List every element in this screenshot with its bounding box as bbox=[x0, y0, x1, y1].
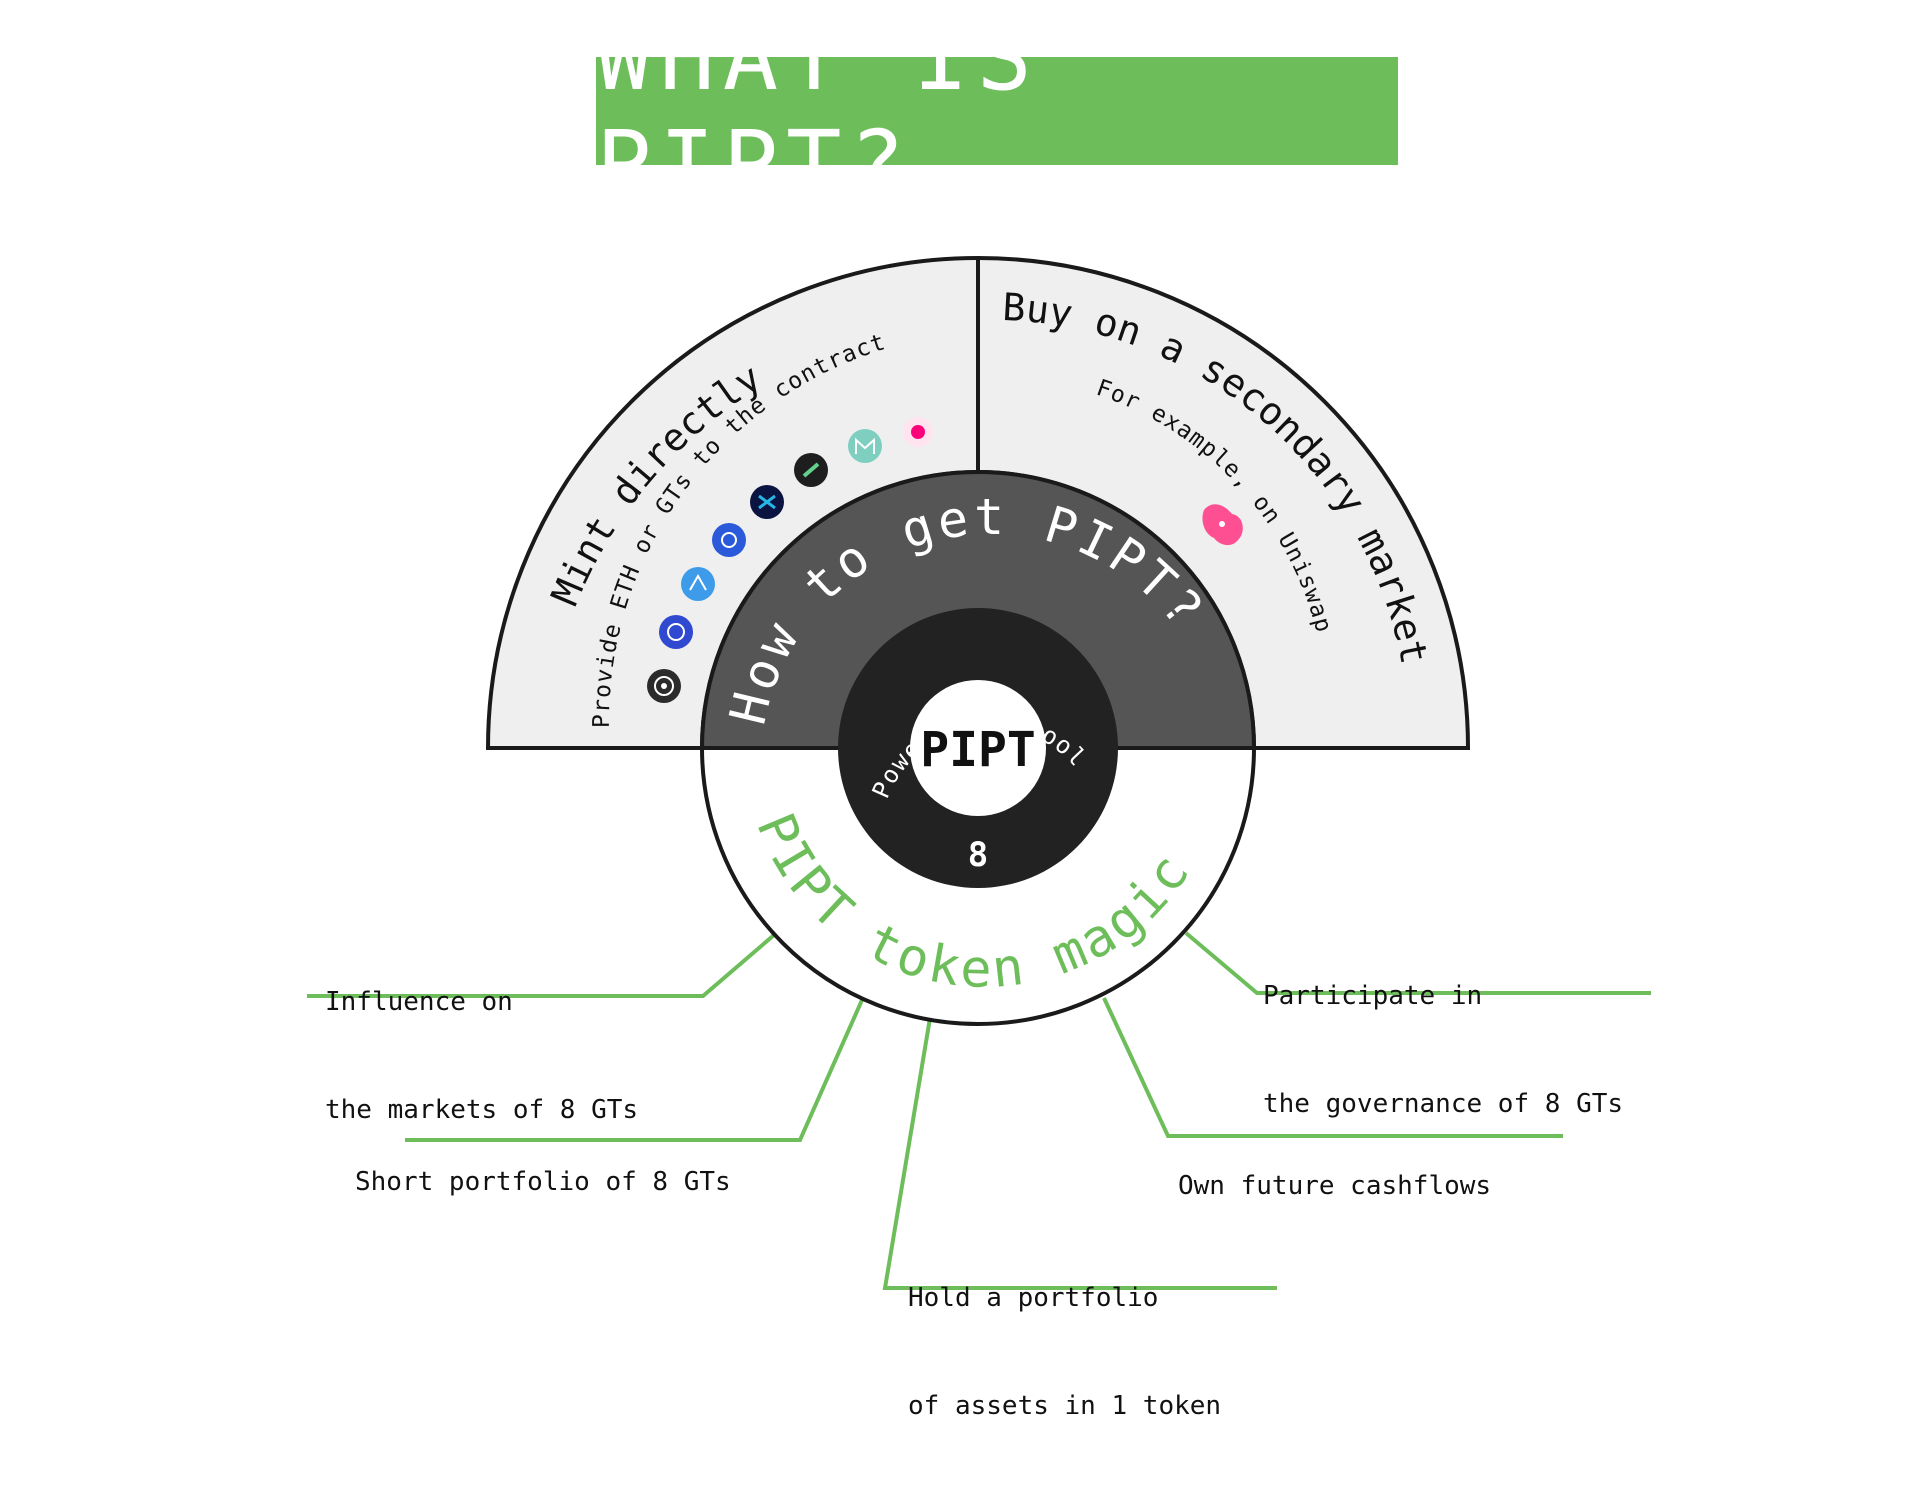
callout-own: Own future cashflows bbox=[1178, 1096, 1491, 1276]
center-circle bbox=[910, 680, 1046, 816]
center-pipt-label: PIPT bbox=[920, 722, 1036, 778]
callout-hold-line-2: of assets in 1 token bbox=[908, 1391, 1222, 1421]
sushi-icon bbox=[681, 567, 715, 601]
connector-own bbox=[1102, 997, 1563, 1138]
synthetix-icon bbox=[750, 485, 784, 519]
maker-icon bbox=[848, 429, 882, 463]
uniswap-icon bbox=[903, 417, 933, 447]
callout-influence-line-2: the markets of 8 GTs bbox=[325, 1095, 639, 1125]
aave-icon bbox=[647, 669, 681, 703]
callout-participate-line-1: Participate in bbox=[1263, 981, 1483, 1011]
callout-participate: Participate in the governance of 8 GTs bbox=[1263, 906, 1623, 1194]
connector-influence bbox=[307, 933, 776, 998]
callout-influence: Influence on the markets of 8 GTs bbox=[325, 912, 638, 1200]
callout-influence-line-1: Influence on bbox=[325, 987, 513, 1017]
uniswap-unicorn-icon bbox=[1202, 504, 1243, 546]
callout-short-line-1: Short portfolio of 8 GTs bbox=[355, 1167, 731, 1197]
connector-hold bbox=[882, 1017, 1277, 1290]
token-icons bbox=[647, 417, 933, 703]
callout-participate-line-2: the governance of 8 GTs bbox=[1263, 1089, 1624, 1119]
callout-own-line-1: Own future cashflows bbox=[1178, 1171, 1492, 1201]
connector-short bbox=[405, 999, 864, 1142]
infographic: WHAT IS PIPT? bbox=[307, 57, 1651, 1421]
connector-participate bbox=[1184, 931, 1651, 995]
cream-icon bbox=[794, 453, 828, 487]
connector-lines bbox=[307, 931, 1651, 1290]
callout-hold: Hold a portfolio of assets in 1 token bbox=[908, 1208, 1221, 1496]
chainlink-icon bbox=[712, 523, 746, 557]
center-number-label: 8 bbox=[968, 835, 988, 875]
pipt-diagram: Mint directly Provide ETH or GTs to the … bbox=[307, 256, 1651, 1290]
callout-short: Short portfolio of 8 GTs bbox=[355, 1092, 731, 1272]
callout-hold-line-1: Hold a portfolio bbox=[908, 1283, 1159, 1313]
compound-icon bbox=[659, 615, 693, 649]
